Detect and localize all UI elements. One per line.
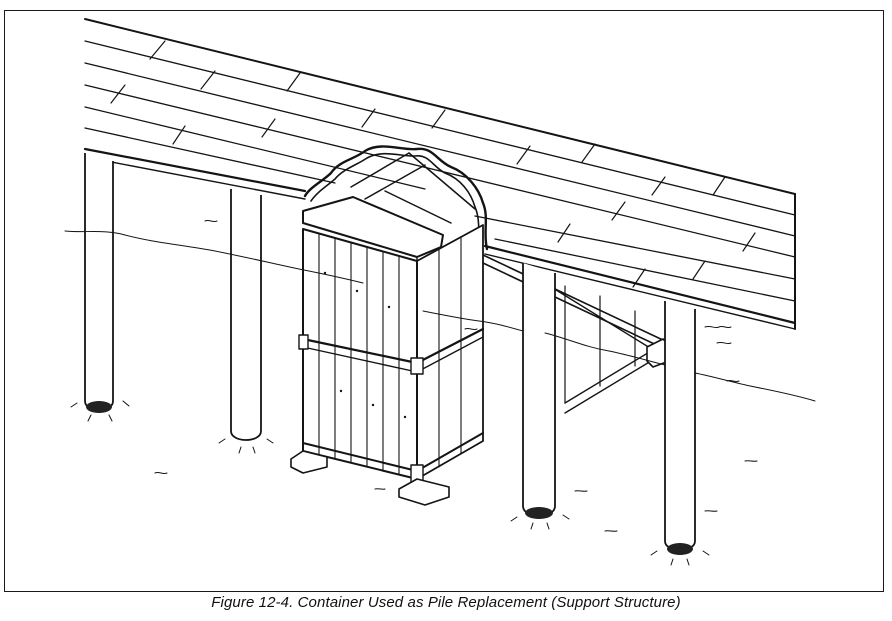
figure-caption: Figure 12-4. Container Used as Pile Repl… (211, 594, 681, 611)
water-surface (64, 219, 816, 532)
figure-frame (4, 10, 884, 592)
pile-3 (510, 263, 570, 530)
deck-cutaway (303, 145, 489, 251)
pier-deck (83, 18, 797, 330)
deck-stringers (482, 254, 670, 422)
replacement-container (290, 196, 485, 506)
pile-2 (218, 189, 274, 454)
pile-4 (650, 301, 710, 566)
piles (70, 153, 710, 566)
pile-1 (70, 153, 130, 422)
pile-replacement-drawing (64, 18, 816, 566)
